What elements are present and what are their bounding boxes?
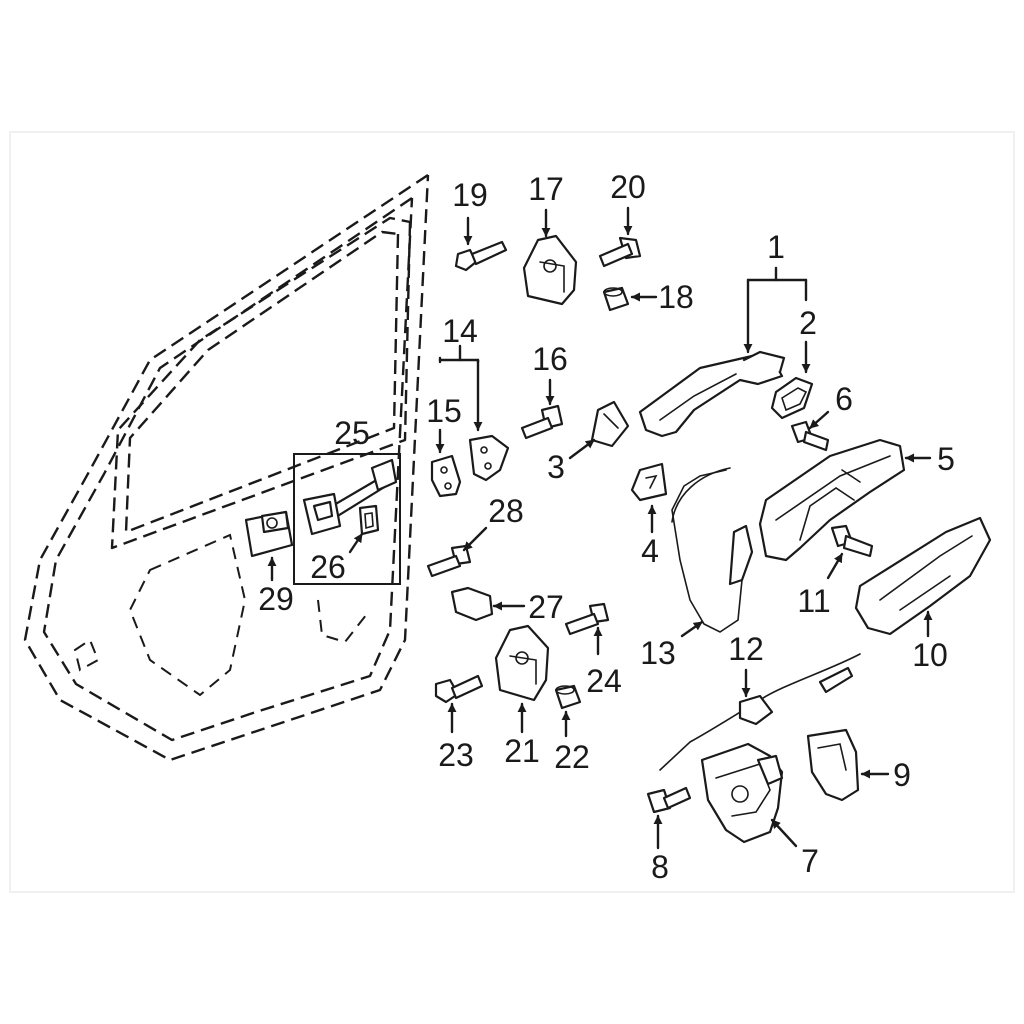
bolt-27 <box>450 586 494 622</box>
callout-9: 9 <box>893 757 911 793</box>
bolt-upper-right <box>598 236 642 268</box>
door-check-bracket <box>244 510 294 558</box>
callout-19: 19 <box>452 177 488 213</box>
callout-6: 6 <box>835 381 853 417</box>
bolt-latch <box>646 786 692 814</box>
handle-cap <box>590 400 630 448</box>
callout-8: 8 <box>651 849 669 885</box>
callout-24: 24 <box>586 663 622 699</box>
callout-29: 29 <box>258 581 294 617</box>
callout-10: 10 <box>912 637 948 673</box>
callout-27: 27 <box>528 589 564 625</box>
callout-4: 4 <box>641 533 659 569</box>
cap-lower <box>554 684 582 710</box>
callout-25: 25 <box>334 415 370 451</box>
upper-hinge <box>522 234 578 306</box>
callout-23: 23 <box>438 737 474 773</box>
callout-2: 2 <box>799 305 817 341</box>
cap-upper <box>602 286 630 312</box>
callout-1: 1 <box>767 229 785 265</box>
callout-18: 18 <box>658 279 694 315</box>
bolt-mid <box>520 404 564 440</box>
door-check-seal <box>358 504 380 536</box>
cable-seal <box>630 462 668 502</box>
hinge-pad-left <box>430 454 462 498</box>
door-outline <box>23 174 430 762</box>
callout-17: 17 <box>528 171 564 207</box>
door-check-strap <box>302 458 398 536</box>
callout-21: 21 <box>504 733 540 769</box>
latch-cover <box>806 728 860 802</box>
handle-carrier-bracket <box>758 438 906 562</box>
door-check-kit-box <box>293 453 401 585</box>
bolt-handle <box>790 420 830 452</box>
outer-handle <box>638 350 786 438</box>
callout-7: 7 <box>801 843 819 879</box>
callout-12: 12 <box>728 631 764 667</box>
callout-14: 14 <box>442 313 478 349</box>
callout-5: 5 <box>937 441 955 477</box>
bolt-24 <box>564 602 610 636</box>
hinge-pad-right <box>468 434 510 482</box>
bolt-inner-handle <box>830 524 874 558</box>
inner-handle <box>854 516 992 636</box>
callout-22: 22 <box>554 739 590 775</box>
callout-labels: 1 2 3 4 5 6 7 8 9 10 11 12 13 14 15 16 1… <box>258 169 955 885</box>
callout-26: 26 <box>310 549 346 585</box>
release-cable <box>659 653 861 771</box>
lock-cable <box>671 467 754 633</box>
lower-hinge <box>494 624 550 702</box>
callout-13: 13 <box>640 635 676 671</box>
door-latch-assembly <box>700 742 784 844</box>
callout-11: 11 <box>797 583 830 619</box>
callout-15: 15 <box>426 393 462 429</box>
callout-16: 16 <box>532 341 568 377</box>
callout-28: 28 <box>488 493 524 529</box>
callout-20: 20 <box>610 169 646 205</box>
callout-3: 3 <box>547 449 565 485</box>
bolt-upper-left <box>454 240 508 272</box>
leader-lines <box>267 206 933 850</box>
bolt-23 <box>434 674 484 704</box>
handle-gasket <box>770 376 814 420</box>
